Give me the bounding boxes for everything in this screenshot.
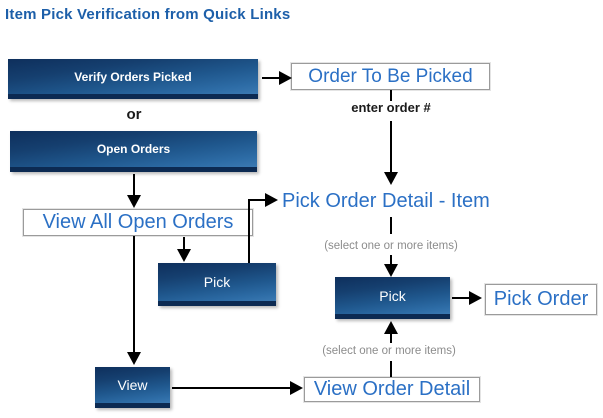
detail-to-select-line xyxy=(390,217,392,234)
pick-right-to-pick-order-line xyxy=(452,297,470,299)
view-order-detail-up-line xyxy=(390,361,392,377)
view-button[interactable]: View xyxy=(95,367,170,408)
view-all-to-view-arrowhead-icon xyxy=(127,352,141,365)
pick-order-link[interactable]: Pick Order xyxy=(485,284,597,315)
page-title: Item Pick Verification from Quick Links xyxy=(5,6,291,23)
view-all-to-pick-arrowhead-icon xyxy=(177,249,191,262)
select-items-lower-label: (select one or more items) xyxy=(322,345,456,357)
pick-left-across-line xyxy=(248,199,266,201)
note-to-detail-arrowhead-icon xyxy=(384,172,398,185)
select-items-upper-label: (select one or more items) xyxy=(324,240,458,252)
select-to-pick-up-arrowhead-icon xyxy=(384,321,398,334)
view-to-view-order-detail-line xyxy=(172,387,291,389)
select-to-pick-line xyxy=(390,255,392,265)
pick-left-up-line xyxy=(248,200,250,263)
pick-right-to-pick-order-arrowhead-icon xyxy=(469,291,482,305)
enter-order-number-label: enter order # xyxy=(351,100,431,115)
open-orders-to-view-all-line xyxy=(133,174,135,195)
pick-order-detail-item-link[interactable]: Pick Order Detail - Item xyxy=(282,190,490,212)
open-orders-button[interactable]: Open Orders xyxy=(10,131,257,172)
pick-left-to-detail-arrowhead-icon xyxy=(265,193,278,207)
view-all-to-pick-line xyxy=(183,237,185,249)
or-label: or xyxy=(126,106,142,123)
select-to-pick-arrowhead-icon xyxy=(384,264,398,277)
open-orders-to-view-all-arrowhead-icon xyxy=(127,195,141,208)
pick-up-stem-line xyxy=(390,334,392,343)
view-all-to-view-line xyxy=(133,236,135,352)
view-all-open-orders-link[interactable]: View All Open Orders xyxy=(23,209,253,236)
verify-to-order-line xyxy=(262,77,280,79)
pick-button-left[interactable]: Pick xyxy=(158,263,276,306)
verify-orders-picked-button[interactable]: Verify Orders Picked xyxy=(8,59,258,99)
view-order-detail-link[interactable]: View Order Detail xyxy=(304,377,480,402)
view-to-view-order-detail-arrowhead-icon xyxy=(290,381,303,395)
pick-button-right[interactable]: Pick xyxy=(335,277,450,319)
order-to-be-picked-link[interactable]: Order To Be Picked xyxy=(291,63,490,90)
note-to-detail-line xyxy=(390,121,392,172)
verify-to-order-arrowhead-icon xyxy=(279,71,292,85)
order-to-note-line xyxy=(390,90,392,101)
